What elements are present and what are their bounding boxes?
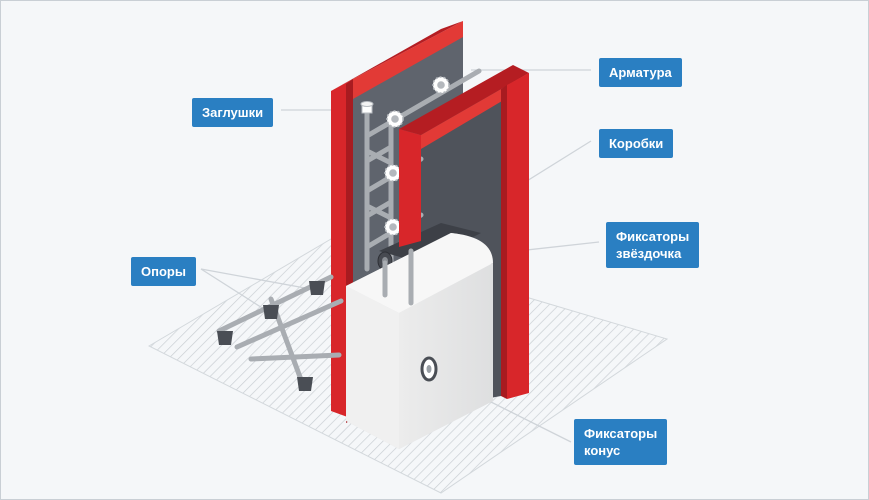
leader-opory-a [200, 268, 306, 289]
plug-cap-icon [360, 101, 374, 114]
leader-opory-b [200, 268, 268, 312]
star-spacer-icon [386, 110, 404, 128]
callout-opory: Опоры [131, 257, 196, 286]
callout-fiksatory-konus: Фиксаторы конус [574, 419, 668, 465]
star-spacer-icon [384, 218, 402, 236]
front-formwork-frame [399, 65, 529, 399]
callout-korobki: Коробки [599, 129, 674, 158]
star-spacer-icon [432, 76, 450, 94]
support-chair-icon [263, 305, 279, 319]
star-spacer-icon [384, 164, 402, 182]
rebar-stubs [382, 248, 414, 306]
callout-zaglushki: Заглушки [192, 98, 274, 127]
callout-fiksatory-zvezdochka: Фиксаторы звёздочка [606, 222, 700, 268]
cone-spacer-icon [420, 356, 438, 382]
support-chair-icon [297, 377, 313, 391]
callout-armatura: Арматура [599, 58, 682, 87]
floor-supports [216, 274, 344, 391]
support-chair-icon [217, 331, 233, 345]
support-chair-icon [309, 281, 325, 295]
